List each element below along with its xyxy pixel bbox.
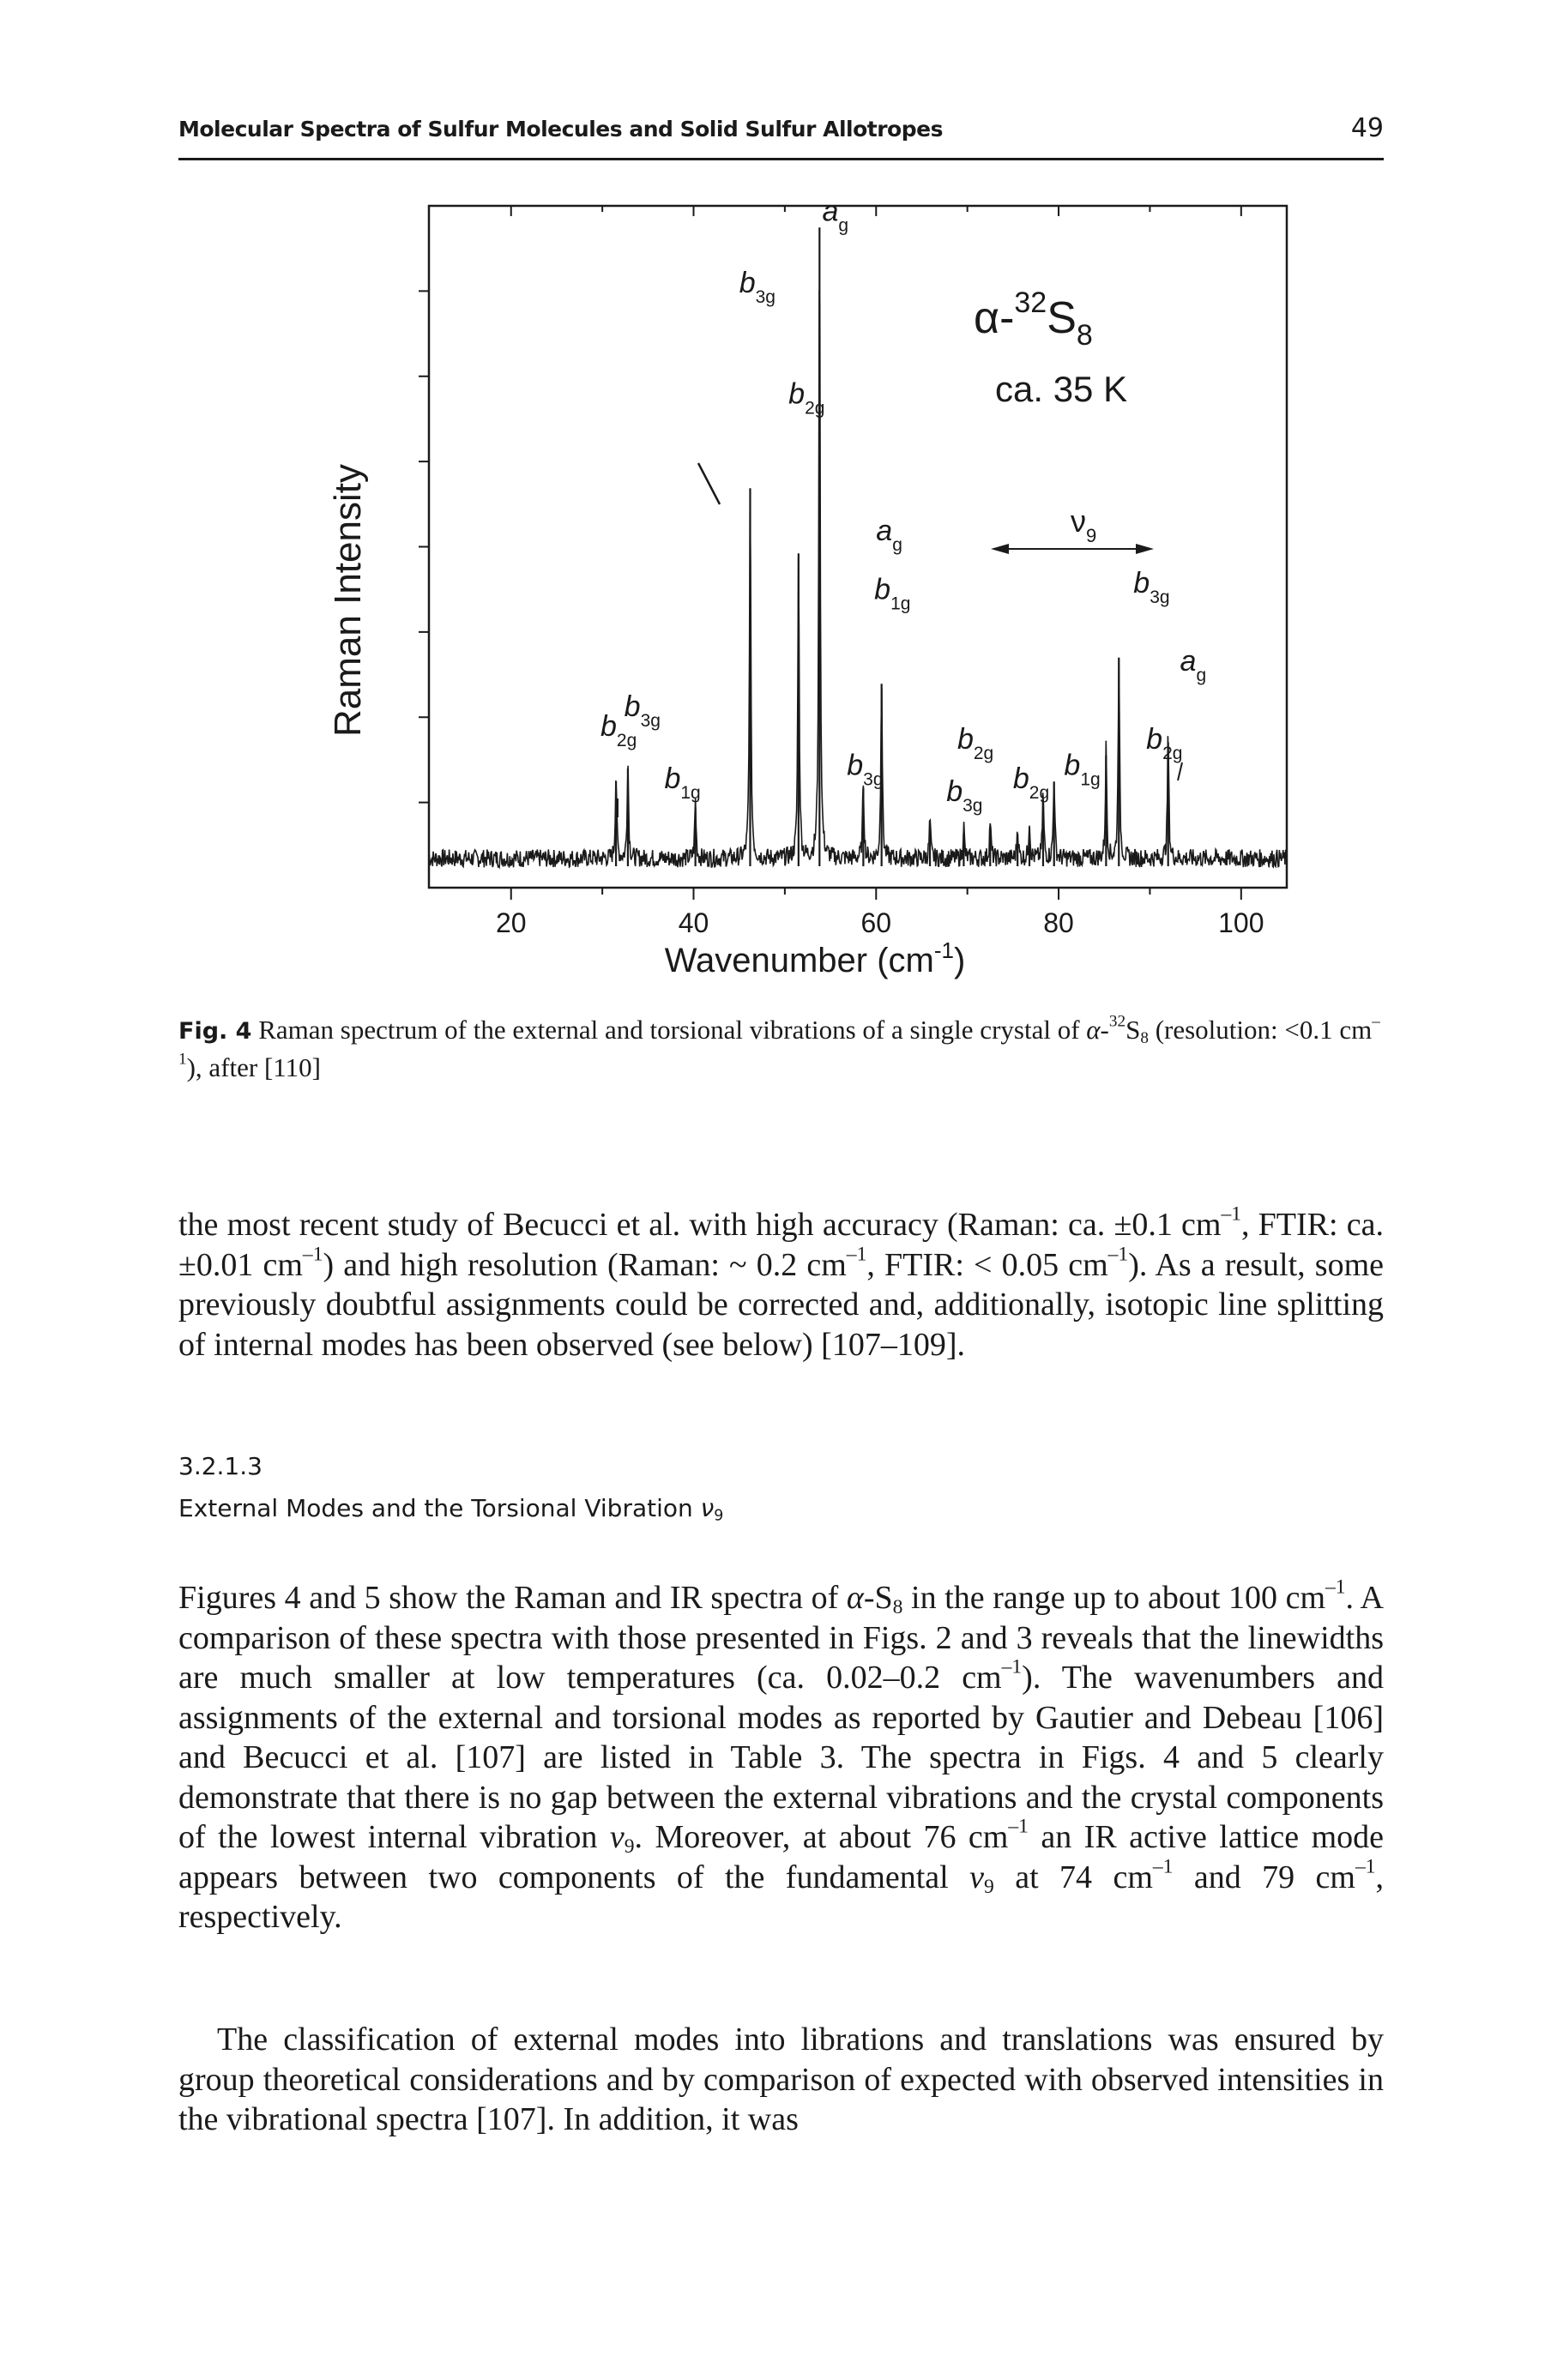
peak-label-1: b3g — [739, 267, 775, 307]
running-head: Molecular Spectra of Sulfur Molecules an… — [178, 117, 943, 142]
x-tick-label-60: 60 — [860, 907, 891, 938]
x-tick-label-80: 80 — [1043, 907, 1074, 938]
paragraph-classification: The classification of external modes int… — [178, 2021, 1384, 2137]
peak-label-3: ag — [876, 515, 902, 555]
y-axis-label: Raman Intensity — [327, 464, 369, 737]
sample-label: α-32S8 — [974, 286, 1093, 352]
peak-label-9: b1g — [664, 762, 700, 803]
page-number: 49 — [1350, 113, 1384, 143]
paragraph-becucci: the most recent study of Becucci et al. … — [178, 1202, 1385, 1363]
axis-ticks: 20 40 60 80 100 — [419, 206, 1264, 938]
nu9-label: ν9 — [1071, 503, 1096, 546]
plot-frame — [427, 204, 1288, 889]
peak-label-6: ag — [1180, 645, 1207, 685]
peak-label-13: b2g — [1013, 762, 1049, 803]
figure-label: Fig. 4 — [178, 1018, 252, 1045]
temperature-label: ca. 35 K — [995, 369, 1127, 409]
peak-label-10: b3g — [847, 750, 883, 790]
figure-caption: Fig. 4 Raman spectrum of the external an… — [178, 1012, 1380, 1082]
spectrum-line — [428, 290, 1288, 870]
x-tick-label-100: 100 — [1218, 907, 1264, 938]
peak-label-11: b2g — [957, 723, 993, 763]
x-tick-label-40: 40 — [679, 907, 709, 938]
peak-label-15: b2g — [1146, 723, 1182, 763]
raman-spectrum-figure: agb3gb2gagb1gb3gagb3gb2gb1gb3gb2gb3gb2gb… — [327, 196, 1288, 979]
section-title: External Modes and the Torsional Vibrati… — [178, 1494, 724, 1525]
page-header: Molecular Spectra of Sulfur Molecules an… — [178, 113, 1384, 160]
nu9-arrow-right-head — [1136, 544, 1154, 554]
x-axis-label: Wavenumber (cm-1) — [665, 937, 966, 979]
nu9-arrow-left-head — [991, 544, 1009, 554]
peak-annotations: agb3gb2gagb1gb3gagb3gb2gb1gb3gb2gb3gb2gb… — [600, 196, 1206, 816]
peak-label-8: b2g — [600, 710, 637, 750]
x-tick-label-20: 20 — [496, 907, 527, 938]
peak-label-14: b1g — [1064, 750, 1100, 790]
b2g-pointer-line — [697, 462, 721, 505]
peak-label-5: b3g — [1133, 567, 1169, 607]
peak-label-0: ag — [823, 196, 849, 236]
peak-label-4: b1g — [874, 573, 910, 613]
paragraph-external-modes: Figures 4 and 5 show the Raman and IR sp… — [178, 1576, 1384, 1935]
b2g-right-pointer-line — [1177, 762, 1183, 781]
peak-label-12: b3g — [946, 775, 982, 816]
section-number: 3.2.1.3 — [178, 1452, 263, 1480]
peak-label-7: b3g — [625, 690, 661, 731]
